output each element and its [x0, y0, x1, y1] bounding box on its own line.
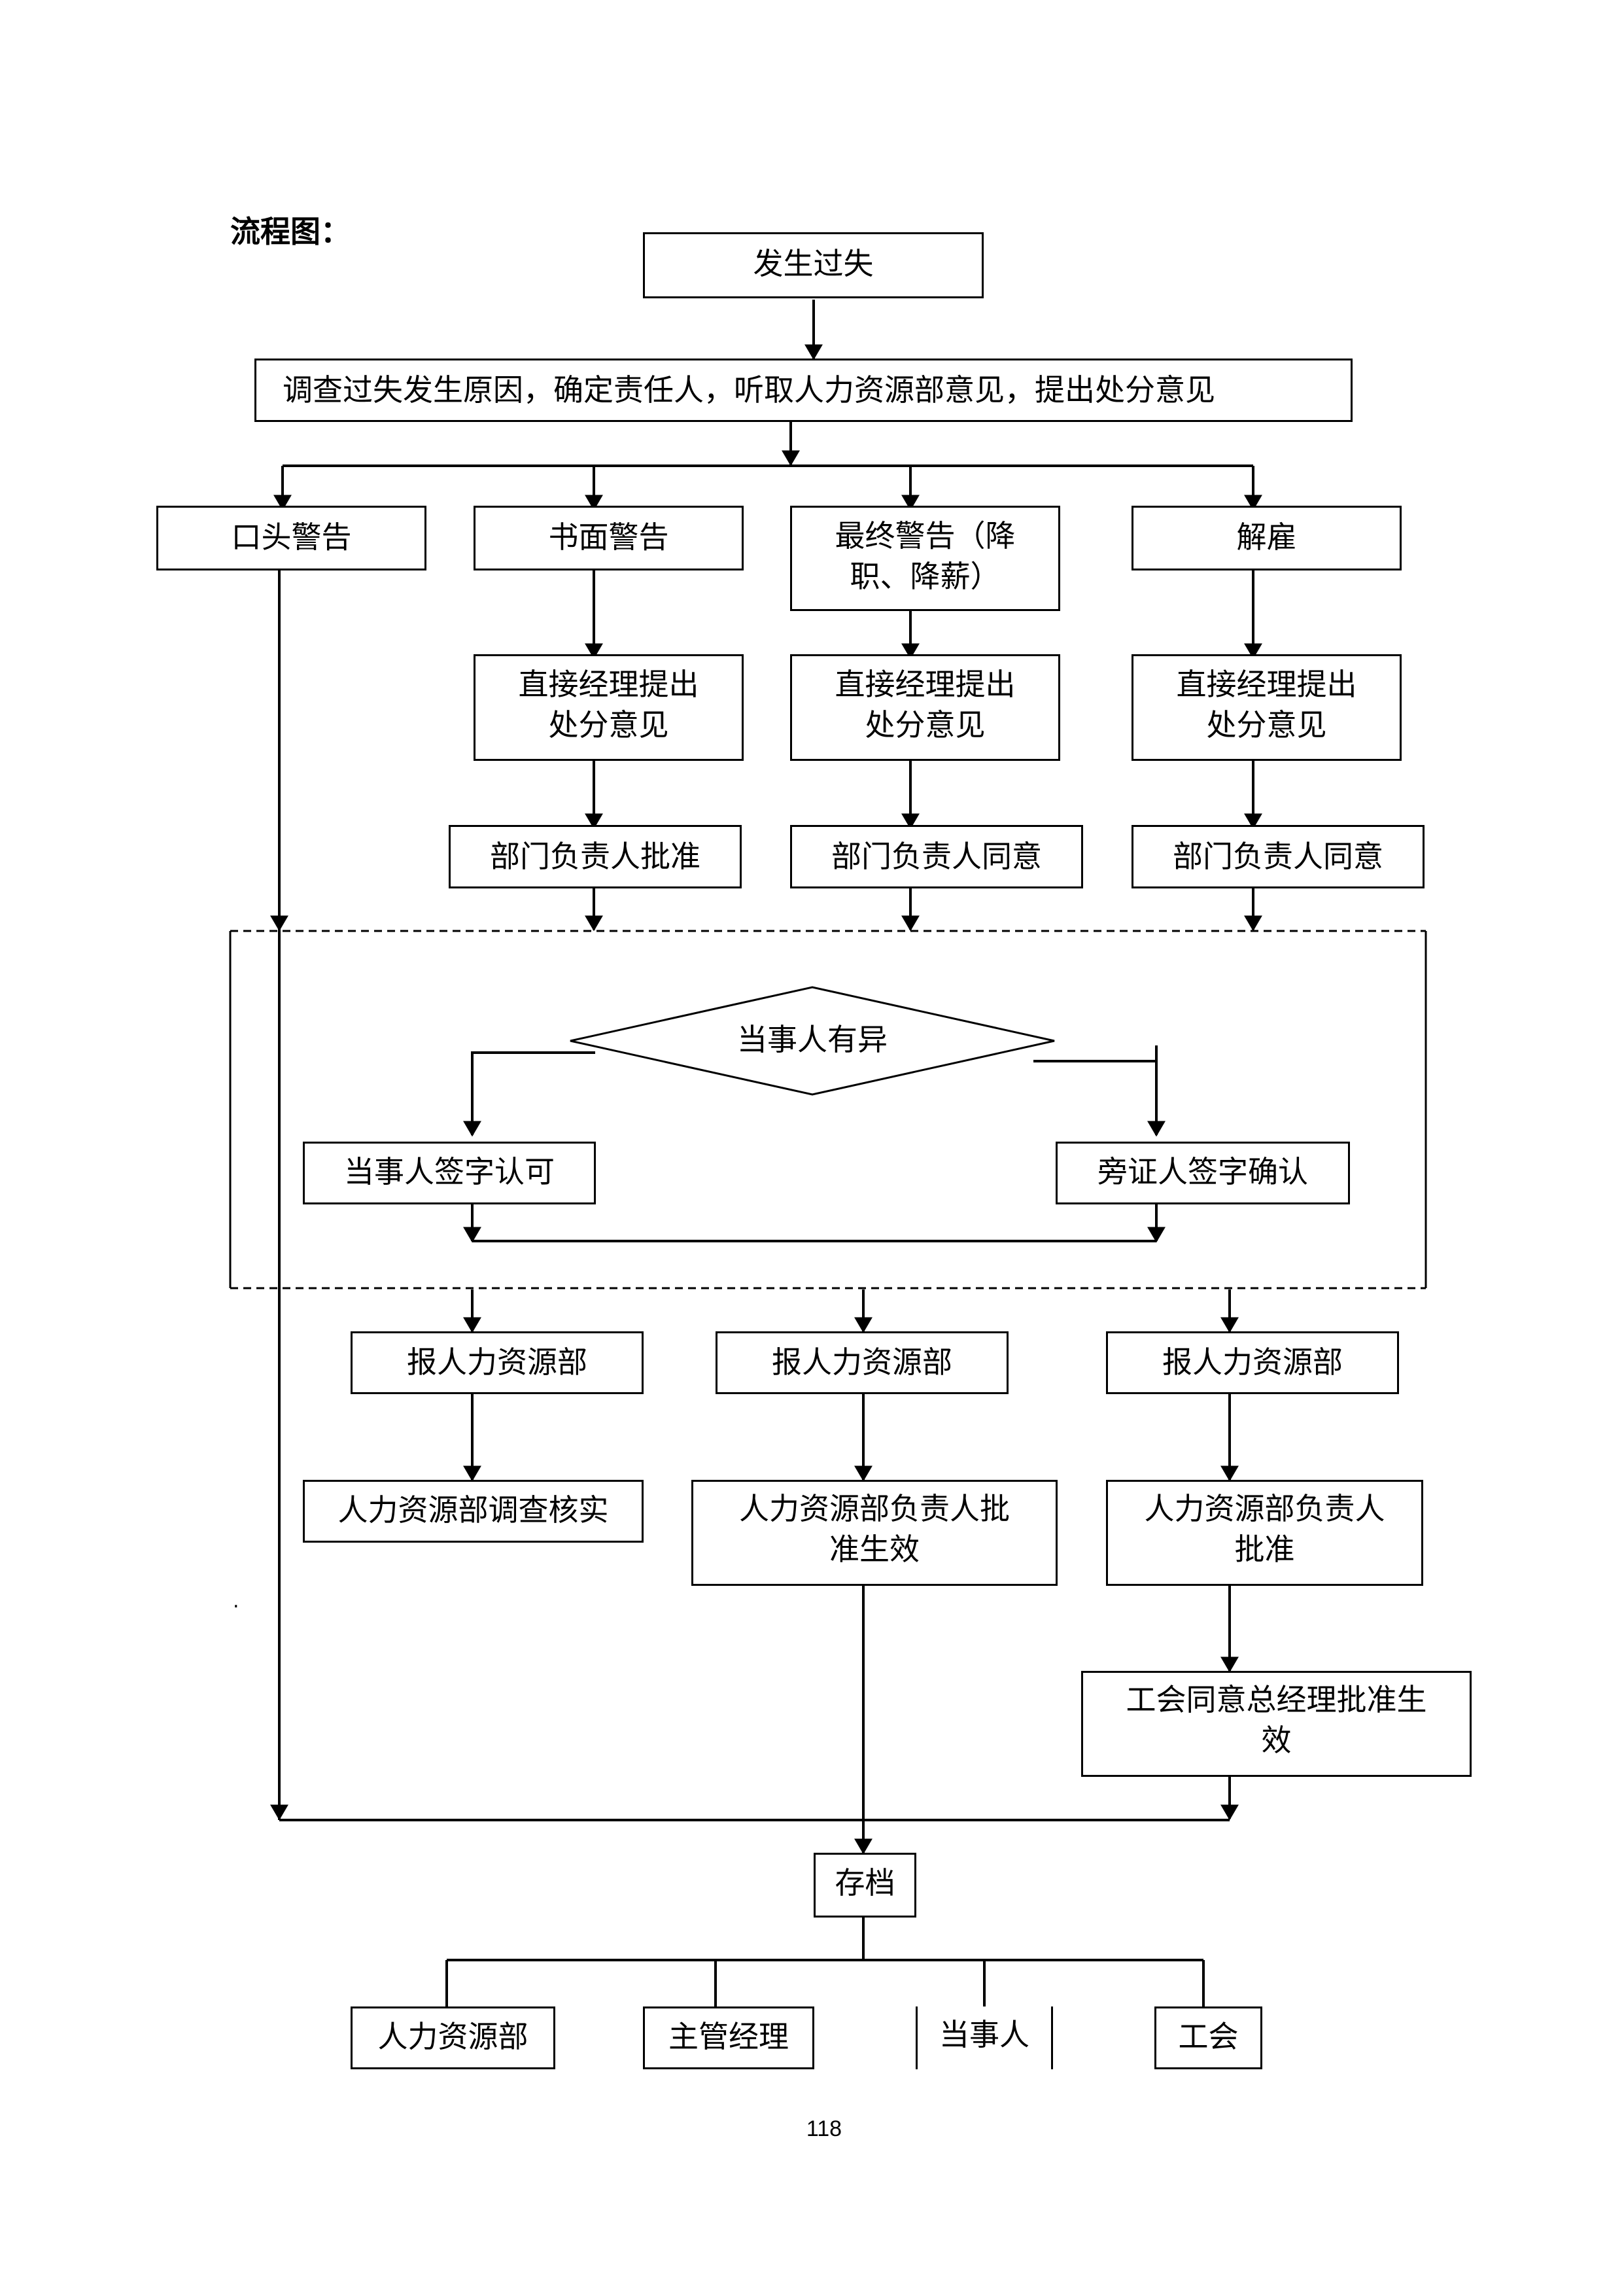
- node-report-hr-1: 报人力资源部: [351, 1331, 644, 1394]
- archive-target-party: 当事人: [916, 2006, 1053, 2069]
- node-hr-head-effective: 人力资源部负责人批准生效: [691, 1480, 1058, 1586]
- node-union-approve: 工会同意总经理批准生效: [1081, 1671, 1472, 1777]
- archive-target-union: 工会: [1154, 2006, 1262, 2069]
- stray-dot: .: [233, 1590, 239, 1613]
- page-heading: 流程图：: [230, 214, 351, 249]
- node-dept-agree-2: 部门负责人同意: [1132, 825, 1425, 888]
- node-hr-verify: 人力资源部调查核实: [303, 1480, 644, 1543]
- node-manager-opinion-2: 直接经理提出处分意见: [790, 654, 1060, 761]
- node-archive: 存档: [814, 1853, 916, 1918]
- node-written-warning: 书面警告: [474, 506, 744, 570]
- archive-target-manager: 主管经理: [643, 2006, 814, 2069]
- node-manager-opinion-1: 直接经理提出处分意见: [474, 654, 744, 761]
- arrow-diamond-to-party: [463, 1051, 595, 1137]
- node-report-hr-2: 报人力资源部: [716, 1331, 1009, 1394]
- node-manager-opinion-3: 直接经理提出处分意见: [1132, 654, 1402, 761]
- node-dept-approve: 部门负责人批准: [449, 825, 742, 888]
- node-witness-sign: 旁证人签字确认: [1056, 1142, 1350, 1204]
- node-report-hr-3: 报人力资源部: [1106, 1331, 1399, 1394]
- node-dept-agree-1: 部门负责人同意: [790, 825, 1083, 888]
- page-number: 118: [806, 2116, 842, 2141]
- node-investigate: 调查过失发生原因，确定责任人，听取人力资源部意见，提出处分意见: [254, 359, 1353, 422]
- node-hr-head-approve: 人力资源部负责人批准: [1106, 1480, 1423, 1586]
- node-objection-label: 当事人有异: [737, 1022, 888, 1057]
- arrow-diamond-to-witness: [1033, 1060, 1166, 1137]
- archive-target-hr: 人力资源部: [351, 2006, 555, 2069]
- node-dismiss: 解雇: [1132, 506, 1402, 570]
- node-start: 发生过失: [643, 232, 984, 298]
- node-party-sign: 当事人签字认可: [303, 1142, 596, 1204]
- node-verbal-warning: 口头警告: [156, 506, 426, 570]
- objection-diamond: [570, 986, 1055, 1096]
- node-final-warning: 最终警告（降职、降薪）: [790, 506, 1060, 611]
